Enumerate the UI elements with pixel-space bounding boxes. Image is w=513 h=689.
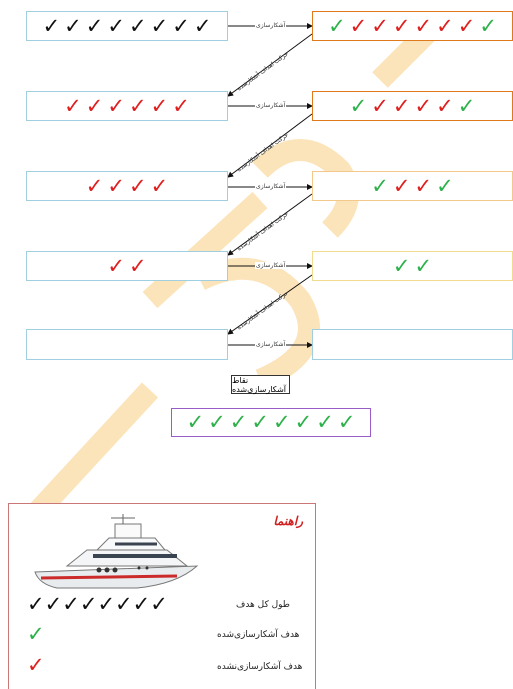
row4-right-box: ✓✓ xyxy=(312,251,513,281)
move-arrow-1 xyxy=(227,33,313,97)
detected-points-check-green-icon: ✓ xyxy=(208,410,226,434)
row2-right-box: ✓✓✓✓✓✓ xyxy=(312,91,513,121)
move-arrow-2 xyxy=(227,113,313,178)
legend-undetected-check-red-icon: ✓ xyxy=(27,653,45,677)
detected-points-check-green-icon: ✓ xyxy=(273,410,291,434)
row3-left-check-red-icon: ✓ xyxy=(107,173,125,198)
row1-left-check-black-icon: ✓ xyxy=(129,13,147,38)
detected-points-check-green-icon: ✓ xyxy=(294,410,313,434)
row4-left-check-red-icon: ✓ xyxy=(107,253,125,278)
legend-total-check-black-icon: ✓ xyxy=(115,592,133,616)
legend-label-total: طول کل هدف xyxy=(236,600,290,610)
row3-right-check-red-icon: ✓ xyxy=(414,173,433,198)
detect-label-3: آشکارسازی xyxy=(255,183,287,190)
row1-right-check-red-icon: ✓ xyxy=(414,13,433,38)
legend-label-undetected: هدف آشکارسازی‌نشده xyxy=(217,662,303,672)
row1-right-box: ✓✓✓✓✓✓✓✓ xyxy=(312,11,513,41)
row2-left-check-red-icon: ✓ xyxy=(64,93,82,118)
row1-left-check-black-icon: ✓ xyxy=(150,13,169,38)
legend-total-check-black-icon: ✓ xyxy=(79,592,98,616)
detect-label-1: آشکارسازی xyxy=(255,22,287,29)
row4-right-check-green-icon: ✓ xyxy=(392,253,411,278)
row2-right-check-red-icon: ✓ xyxy=(414,93,433,118)
legend-total-check-black-icon: ✓ xyxy=(132,592,151,616)
row2-left-check-red-icon: ✓ xyxy=(85,93,104,118)
legend-total-check-black-icon: ✓ xyxy=(44,592,63,616)
row1-left-check-black-icon: ✓ xyxy=(42,13,61,38)
row2-left-check-red-icon: ✓ xyxy=(129,93,147,118)
yacht-image xyxy=(34,514,199,589)
row4-left-box: ✓✓ xyxy=(26,251,228,281)
row1-right-check-red-icon: ✓ xyxy=(457,13,476,38)
detected-points-check-green-icon: ✓ xyxy=(229,410,248,434)
detected-points-box: ✓✓✓✓✓✓✓✓ xyxy=(171,408,371,437)
row2-right-check-red-icon: ✓ xyxy=(371,93,389,118)
detected-points-check-green-icon: ✓ xyxy=(337,410,356,434)
legend-marks-detected: ✓ xyxy=(27,624,45,645)
row2-left-check-red-icon: ✓ xyxy=(150,93,169,118)
row2-left-box: ✓✓✓✓✓✓ xyxy=(26,91,228,121)
legend-marks-undetected: ✓ xyxy=(27,655,45,676)
row1-left-check-black-icon: ✓ xyxy=(85,13,104,38)
legend-label-detected: هدف آشکارسازی‌شده xyxy=(217,630,300,640)
legend-panel: راهنما طول کل هدف هدف آشکارسازی‌شده هدف … xyxy=(8,503,316,689)
row1-left-check-black-icon: ✓ xyxy=(107,13,125,38)
row2-left-check-red-icon: ✓ xyxy=(107,93,125,118)
row1-right-check-green-icon: ✓ xyxy=(479,13,497,38)
legend-title: راهنما xyxy=(273,514,303,528)
row1-left-box: ✓✓✓✓✓✓✓✓ xyxy=(26,11,228,41)
row3-right-check-green-icon: ✓ xyxy=(371,173,389,198)
detect-label-2: آشکارسازی xyxy=(255,102,287,109)
detected-points-check-green-icon: ✓ xyxy=(186,410,205,434)
row1-right-check-red-icon: ✓ xyxy=(436,13,454,38)
row3-right-check-red-icon: ✓ xyxy=(392,173,411,198)
row2-left-check-red-icon: ✓ xyxy=(172,93,190,118)
legend-total-check-black-icon: ✓ xyxy=(27,592,45,616)
legend-detected-check-green-icon: ✓ xyxy=(27,622,45,646)
row3-left-check-red-icon: ✓ xyxy=(85,173,104,198)
row5-right-box xyxy=(312,329,513,360)
row1-left-check-black-icon: ✓ xyxy=(193,13,212,38)
row2-right-check-green-icon: ✓ xyxy=(349,93,368,118)
row1-right-check-red-icon: ✓ xyxy=(371,13,389,38)
legend-marks-total: ✓✓✓✓✓✓✓✓ xyxy=(27,594,168,615)
legend-total-check-black-icon: ✓ xyxy=(97,592,116,616)
row3-left-box: ✓✓✓✓ xyxy=(26,171,228,201)
row2-right-check-green-icon: ✓ xyxy=(457,93,476,118)
detected-points-label: نقاط آشکارسازی‌شده xyxy=(231,375,290,394)
row5-left-box xyxy=(26,329,228,360)
row1-left-check-black-icon: ✓ xyxy=(172,13,190,38)
detect-label-4: آشکارسازی xyxy=(255,262,287,269)
row1-right-check-green-icon: ✓ xyxy=(328,13,346,38)
detect-label-5: آشکارسازی xyxy=(255,341,287,348)
row1-right-check-red-icon: ✓ xyxy=(392,13,411,38)
row1-left-check-black-icon: ✓ xyxy=(64,13,82,38)
legend-total-check-black-icon: ✓ xyxy=(62,592,80,616)
row3-left-check-red-icon: ✓ xyxy=(129,173,147,198)
row3-left-check-red-icon: ✓ xyxy=(150,173,169,198)
move-arrow-4 xyxy=(227,274,313,335)
row2-right-check-red-icon: ✓ xyxy=(392,93,411,118)
row3-right-box: ✓✓✓✓ xyxy=(312,171,513,201)
row4-right-check-green-icon: ✓ xyxy=(414,253,433,278)
detected-points-check-green-icon: ✓ xyxy=(316,410,334,434)
detected-points-check-green-icon: ✓ xyxy=(251,410,269,434)
legend-total-check-black-icon: ✓ xyxy=(150,592,168,616)
row3-right-check-green-icon: ✓ xyxy=(436,173,454,198)
move-arrow-3 xyxy=(227,193,313,256)
row4-left-check-red-icon: ✓ xyxy=(129,253,147,278)
row2-right-check-red-icon: ✓ xyxy=(436,93,454,118)
row1-right-check-red-icon: ✓ xyxy=(349,13,368,38)
